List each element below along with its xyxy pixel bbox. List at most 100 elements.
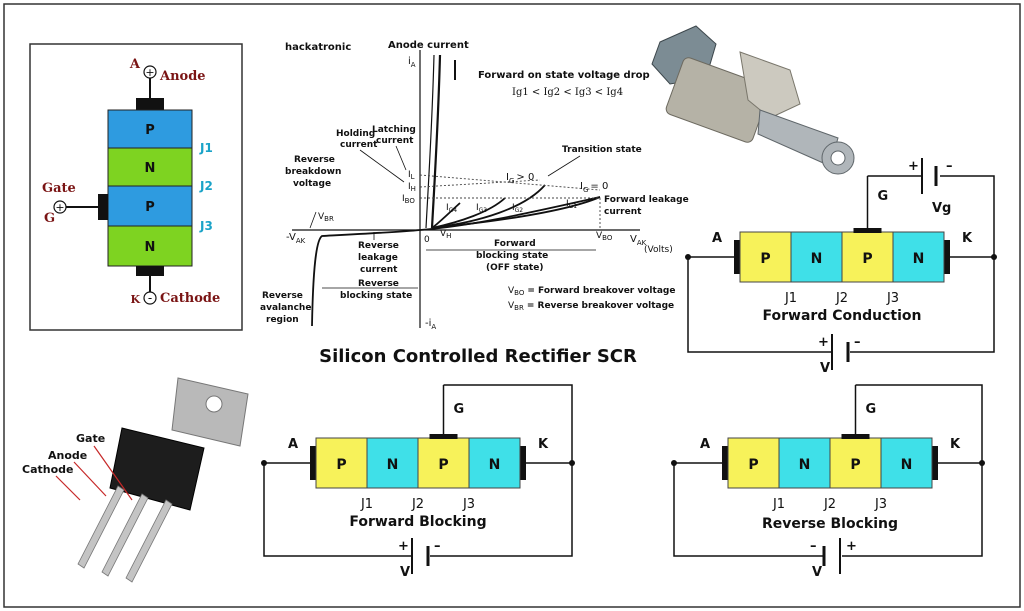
gate-contact [429,434,458,439]
supply-minus: – [854,335,861,350]
ig-gt0-main: I [506,172,509,183]
vbo-definition: VBO= Forward breakover voltage [508,286,675,297]
reverse-avalanche-label-2: avalanche [260,303,311,313]
reverse-breakdown-label-3: voltage [293,179,331,189]
package-cathode-label: Cathode [22,463,73,476]
node-dot-a [671,460,677,466]
holding-current-label-2: current [340,140,378,150]
layer-label: N [913,251,925,267]
cathode-letter: K [950,437,961,452]
gate-terminal-icon [53,200,67,214]
supply-label: V [812,565,822,580]
gate-wire-open [855,384,983,463]
circuit-wire-left [687,256,832,353]
circuit-wire-left [673,462,824,557]
cathode-label: Cathode [160,291,220,306]
layer-p1 [315,437,368,489]
gate-plus: + [55,201,64,214]
supply-minus: – [810,539,817,554]
gate-label: Gate [42,181,76,196]
layer-n2-label: N [145,240,156,255]
y-neg-sub: A [431,323,436,331]
ibo-main: I [402,194,405,204]
layer-n4 [892,231,945,283]
ig-gt0-rel: > 0 [516,172,534,183]
ig2-label: IG2 [512,203,523,214]
ig1-sub: G1 [569,203,578,210]
layer-label: N [387,457,399,473]
to220-body [109,427,205,511]
layer-n2 [778,437,831,489]
package-gate-label: Gate [76,432,105,445]
layer-label: N [489,457,501,473]
vi-characteristic-graph: hackatronic Anode current iA -iA VAK (Vo… [260,40,689,331]
ig3-label: IG3 [476,203,487,214]
ig4-label: IG4 [446,203,457,214]
vbr-def-text: = Reverse breakover voltage [527,301,674,311]
stud-scr-image [651,25,855,175]
reverse-avalanche-label-1: Reverse [262,291,303,301]
supply-minus: – [434,539,441,554]
latching-pointer [395,145,407,171]
to220-tab-hole [205,395,223,413]
to220-image: Gate Anode Cathode [22,377,249,583]
layer-n2 [366,437,419,489]
ig2-main: I [512,203,515,213]
node-dot-a [261,460,267,466]
circuit-wire-right [842,462,983,557]
reverse-curve [311,229,421,327]
supply-plus: + [398,539,409,554]
y-pos-main: i [408,56,411,67]
junction-j3: J3 [199,219,213,233]
transition-pointer [547,155,581,177]
gate-letter: G [878,189,889,204]
layer-p1 [107,109,193,149]
ig1-main: I [566,199,569,209]
vbo-def-main: V [508,286,515,296]
to220-pin-gate [125,499,173,583]
stud-lug-hole [830,150,846,166]
ig3-sub: G3 [479,207,488,214]
cathode-contact [932,446,938,480]
junction-label: J3 [874,497,887,512]
vbo-def-text: = Forward breakover voltage [527,286,675,296]
il-label: IL [408,170,415,181]
supply-label: V [820,361,830,376]
on-state-curve-2 [425,54,435,229]
cathode-letter: K [130,293,140,306]
layer-label: P [760,251,770,267]
vbr-def-main: V [508,301,515,311]
node-dot-a [685,254,691,260]
anode-letter: A [700,437,710,452]
ig4-curve [431,202,461,229]
ig3-main: I [476,203,479,213]
reverse-leakage-label-3: current [360,265,398,275]
junction-label: J2 [823,497,836,512]
package-anode-label: Anode [48,449,87,462]
reverse-avalanche-label-3: region [266,315,299,325]
gate-battery-minus: – [946,159,953,174]
ig1-curve [431,196,601,229]
holding-pointer [359,149,405,183]
anode-letter: A [129,57,141,72]
layer-label: P [438,457,448,473]
vbo-sub: BO [602,234,613,242]
x-pos-sub: AK [637,239,647,247]
vbo-def-sub: BO [514,289,525,297]
forward-blocking-label-3: (OFF state) [486,263,543,273]
gate-pointer [93,445,133,501]
ig4-main: I [446,203,449,213]
forward-blocking-label-2: blocking state [476,251,548,261]
cathode-contact [520,446,526,480]
holding-guide [419,179,541,188]
reverse-blocking-label-1: Reverse [358,279,399,289]
gate-wire-return [940,175,995,257]
junction-label: J1 [784,291,797,306]
anode-label: Anode [159,69,206,84]
junction-label: J3 [462,497,475,512]
reverse-leakage-label-1: Reverse [358,241,399,251]
cathode-contact [944,240,950,274]
forward-blocking-label-1: Forward [494,239,536,249]
